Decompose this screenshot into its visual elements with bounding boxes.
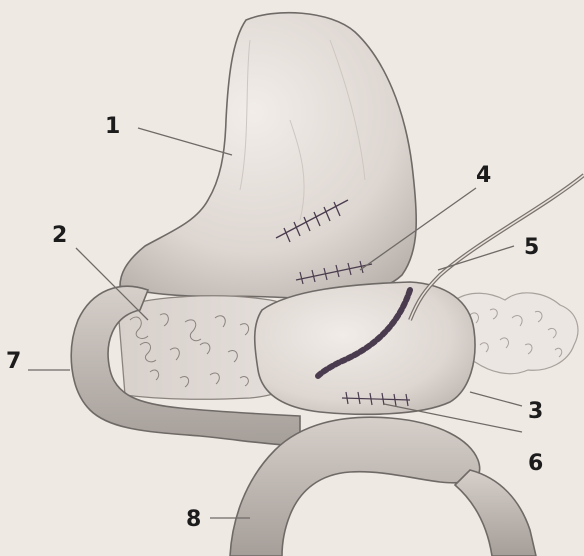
- label-5: 5: [524, 235, 539, 260]
- label-7: 7: [6, 349, 21, 374]
- label-3: 3: [528, 399, 543, 424]
- label-2: 2: [52, 223, 67, 248]
- label-6: 6: [528, 451, 543, 476]
- label-1: 1: [105, 114, 120, 139]
- label-4: 4: [476, 163, 491, 188]
- label-8: 8: [186, 507, 201, 532]
